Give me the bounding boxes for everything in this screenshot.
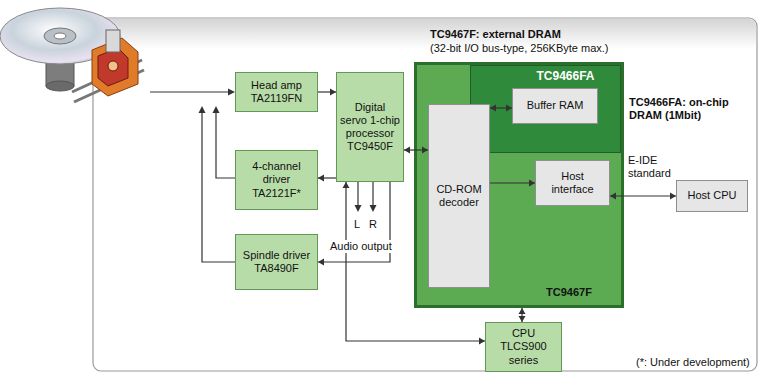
arrowhead [422,147,428,154]
connector [519,308,526,322]
block-box: Buffer RAM [512,88,598,124]
arrowhead [670,193,676,200]
node-title: 4-channel driver [239,160,314,186]
connector-line [610,195,676,196]
node-title: Spindle driver [243,249,310,262]
node-title: Digital servo 1-chip processor [340,101,400,141]
connector [318,175,336,182]
arrowhead [404,147,410,154]
node-title: Host CPU [688,189,737,202]
connector [318,182,390,266]
connector [490,105,512,112]
connector-line [318,91,336,92]
frame [93,18,757,371]
frame-band [94,19,756,49]
arrowhead [519,316,526,322]
connector-line [490,182,535,183]
node-title: TC9467F [546,286,592,299]
part-number: TLCS900 series [489,340,558,366]
connector [610,193,676,200]
connector-line [490,107,512,108]
host-box: Host CPU [676,180,748,212]
arrowhead [506,105,512,112]
arrowhead [610,193,616,200]
connector-line [346,182,485,341]
part-number: TA2121F* [252,187,301,200]
chip-box: Head ampTA2119FN [235,72,318,112]
connector-line [318,177,336,178]
node-title: Host interface [539,170,606,196]
connector [490,180,535,187]
signal-name: L [354,218,360,231]
footnote: (*: Under development) [636,356,750,369]
chip-box: Digital servo 1-chip processorTC9450F [336,72,404,182]
cpu-box: CPUTLCS900 series [485,322,562,372]
node-title: Head amp [251,79,302,92]
chip-box: 4-channel driverTA2121F* [235,150,318,210]
arrowhead [343,182,350,188]
chip-outline: TC9467F TC9466FA Buffer RAM CD-ROM decoder H… [414,62,624,308]
connector-line [318,182,390,262]
arrowhead [519,308,526,314]
connector-line [521,308,522,322]
signal-name: R [369,218,377,231]
node-title: Buffer RAM [527,99,584,112]
arrowhead [490,105,496,112]
connector [343,182,486,345]
signal-name: Audio output [328,240,394,253]
bus-label: E-IDE standard [628,154,674,180]
connector [404,147,428,154]
chip-note: TC9467F: external DRAM [430,28,561,41]
node-title: TC9466FA [536,69,594,83]
block-box: CD-ROM decoder [428,104,490,288]
node-title: CD-ROM decoder [432,183,486,209]
part-number: TA2119FN [251,92,303,105]
cd-mechanism [0,8,144,102]
arrowhead [318,259,324,266]
chip-region: TC9466FA Buffer RAM [470,65,621,153]
connector [318,89,336,96]
node-title: CPU [512,327,535,340]
connector-line [404,149,428,150]
chip-note: (32-bit I/O bus-type, 256KByte max.) [430,42,609,55]
chip-box: Spindle driverTA8490F [235,234,318,290]
chip-note: TC9466FA: on-chip DRAM (1Mbit) [629,96,755,122]
arrowhead [318,175,324,182]
part-number: TA8490F [254,262,298,275]
arrowhead [330,89,336,96]
part-number: TC9450F [347,140,393,153]
block-box: Host interface [535,160,610,206]
arrowhead [479,338,485,345]
arrowhead [529,180,535,187]
